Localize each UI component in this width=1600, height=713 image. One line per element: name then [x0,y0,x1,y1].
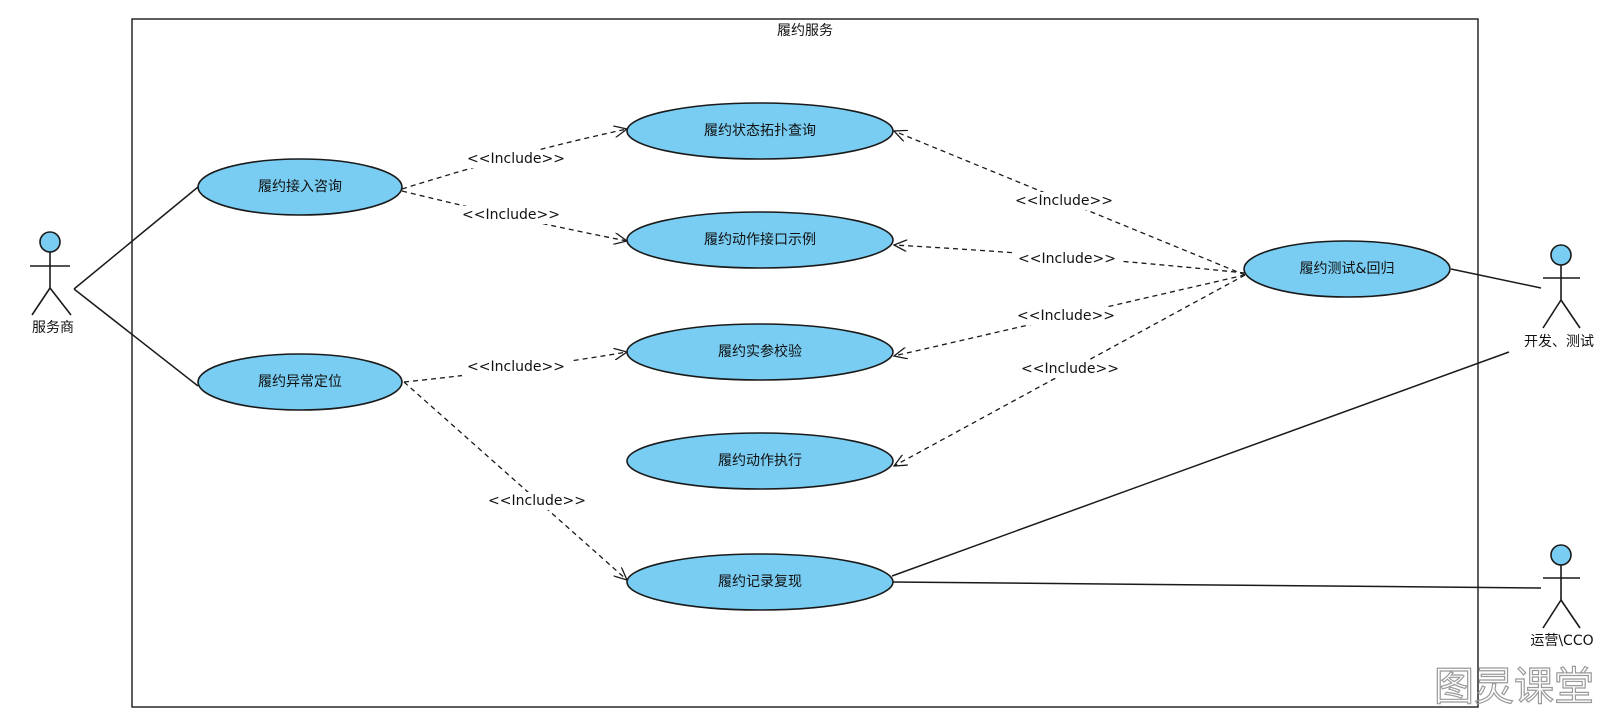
include-label-exception-param: <<Include>> [462,358,570,376]
include-exception-param [403,352,627,383]
include-label-test-topology: <<Include>> [1010,192,1118,210]
actor-head-icon [1550,244,1572,266]
usecase-label: 履约实参校验 [718,343,802,360]
svg-text:<<Include>>: <<Include>> [1021,361,1119,377]
include-exception-record [403,381,627,580]
actor-provider[interactable]: 服务商 [30,231,74,336]
svg-text:<<Include>>: <<Include>> [1018,251,1116,267]
usecase-param-check[interactable]: 履约实参校验 [626,323,894,381]
usecase-label: 履约记录复现 [718,573,802,590]
usecase-label: 履约接入咨询 [258,178,342,195]
assoc-dev-test [1450,268,1542,289]
usecase-test-regression[interactable]: 履约测试&回归 [1243,240,1451,298]
usecase-exception-locate[interactable]: 履约异常定位 [197,353,403,411]
usecase-action-api-example[interactable]: 履约动作接口示例 [626,211,894,269]
usecase-status-topology[interactable]: 履约状态拓扑查询 [626,102,894,160]
actor-dev-test[interactable]: 开发、测试 [1524,244,1594,350]
include-label-test-api: <<Include>> [1013,250,1121,268]
svg-text:<<Include>>: <<Include>> [1015,193,1113,209]
svg-text:<<Include>>: <<Include>> [1017,308,1115,324]
include-label-access-api: <<Include>> [457,206,565,224]
usecase-label: 履约状态拓扑查询 [704,123,816,139]
include-label-test-param: <<Include>> [1012,307,1120,325]
svg-text:<<Include>>: <<Include>> [467,359,565,375]
svg-text:<<Include>>: <<Include>> [467,151,565,167]
usecase-record-replay[interactable]: 履约记录复现 [626,553,894,611]
usecase-label: 履约异常定位 [258,374,342,390]
assoc-provider-access [73,186,199,290]
actor-label: 运营\CCO [1530,633,1593,649]
include-label-exception-record: <<Include>> [483,492,591,510]
usecase-label: 履约测试&回归 [1300,260,1395,277]
svg-text:<<Include>>: <<Include>> [488,493,586,509]
usecase-action-execute[interactable]: 履约动作执行 [626,432,894,490]
assoc-provider-exception [73,288,199,387]
include-label-test-exec: <<Include>> [1016,360,1124,378]
actor-head-icon [39,231,61,253]
usecase-label: 履约动作接口示例 [704,231,816,248]
include-label-access-topology: <<Include>> [462,150,570,168]
actor-label: 开发、测试 [1524,334,1594,350]
watermark-logo: 图灵课堂 [1434,664,1594,710]
assoc-dev-record [891,351,1510,577]
assoc-ops-record [891,581,1542,589]
actor-label: 服务商 [32,320,74,336]
svg-text:<<Include>>: <<Include>> [462,207,560,223]
system-title: 履约服务 [777,23,833,39]
usecase-access-consult[interactable]: 履约接入咨询 [197,158,403,216]
actor-head-icon [1550,544,1572,566]
usecase-label: 履约动作执行 [718,453,802,469]
actor-ops-cco[interactable]: 运营\CCO [1530,544,1594,649]
